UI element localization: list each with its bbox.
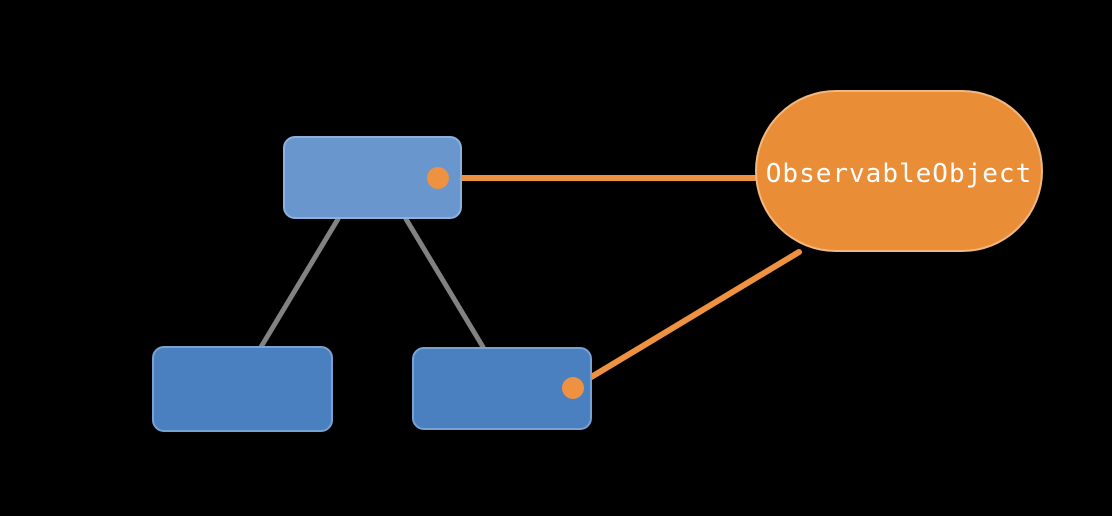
connector-dot-parent — [427, 167, 449, 189]
observable-object-callout: ObservableObject — [755, 90, 1043, 252]
tree-edge-left — [258, 216, 341, 350]
child-node-left — [152, 346, 333, 432]
callout-connector-child — [570, 249, 802, 391]
tree-edge-right — [403, 216, 486, 350]
connector-dot-child — [562, 377, 584, 399]
callout-label: ObservableObject — [765, 159, 1033, 189]
